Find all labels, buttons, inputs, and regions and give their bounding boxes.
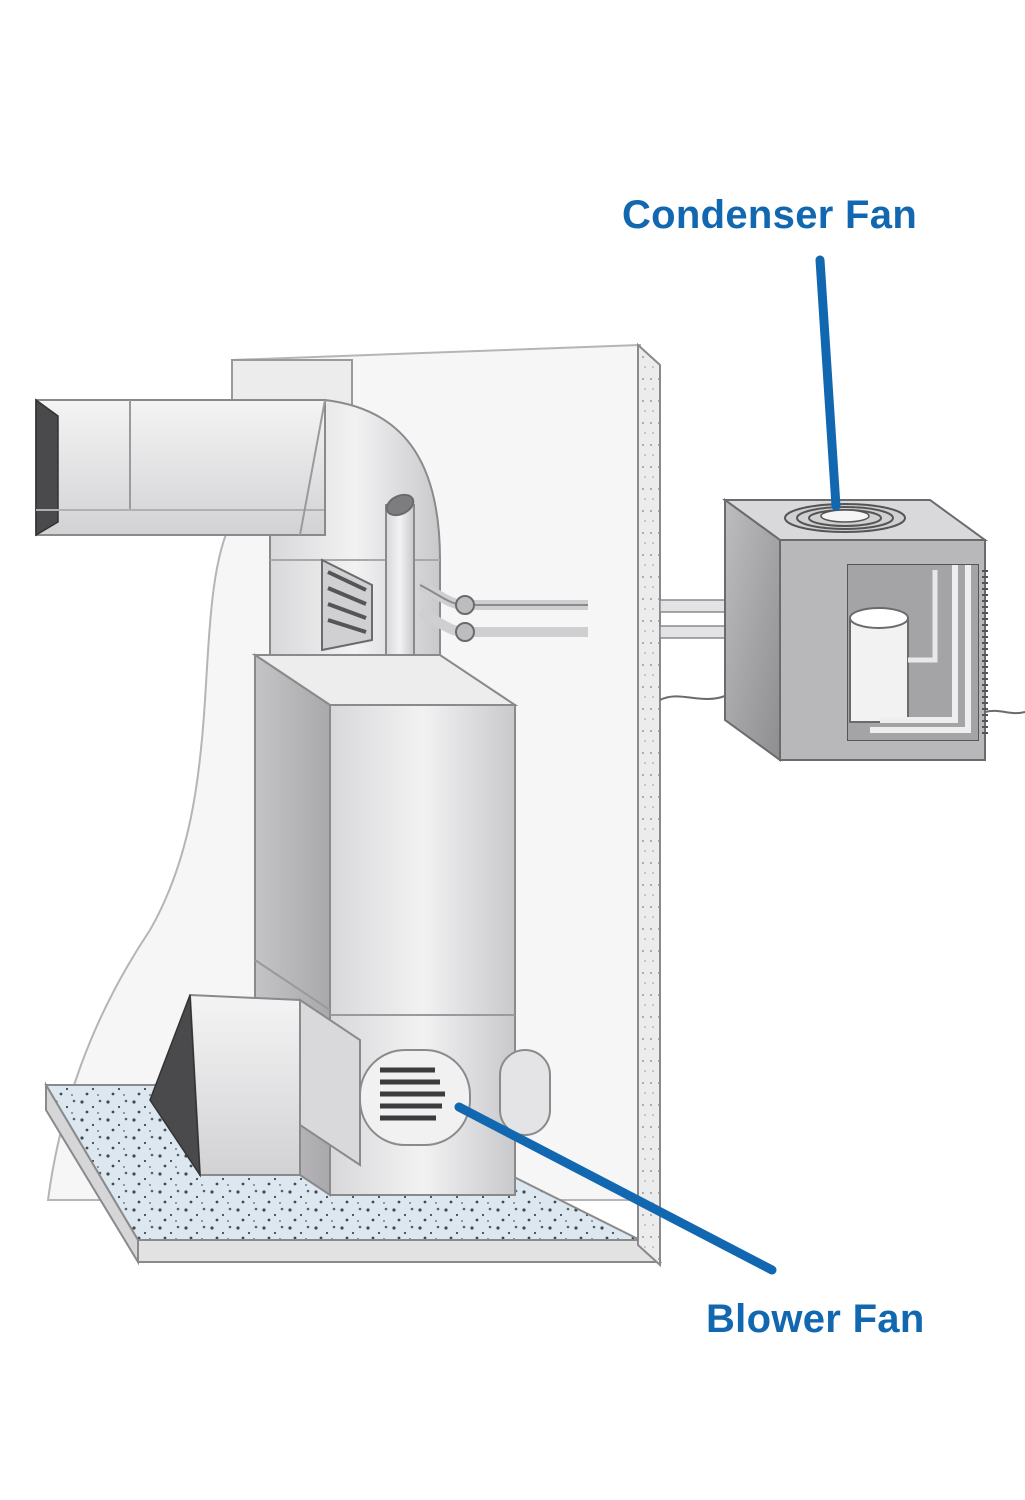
blower-fan-label: Blower Fan <box>706 1297 925 1341</box>
refrigerant-lines-interior <box>417 580 588 642</box>
condenser-fan-label: Condenser Fan <box>622 193 918 237</box>
exterior-wall <box>637 342 661 1268</box>
condenser-fan-leader-line <box>815 255 841 511</box>
ground-line <box>659 695 1025 715</box>
blower-fan <box>359 1049 551 1146</box>
blower-fan-leader-line <box>454 1102 777 1275</box>
supply-duct <box>35 398 441 661</box>
return-duct <box>149 993 361 1178</box>
condenser-fan <box>784 503 906 533</box>
condenser-unit <box>721 498 989 762</box>
